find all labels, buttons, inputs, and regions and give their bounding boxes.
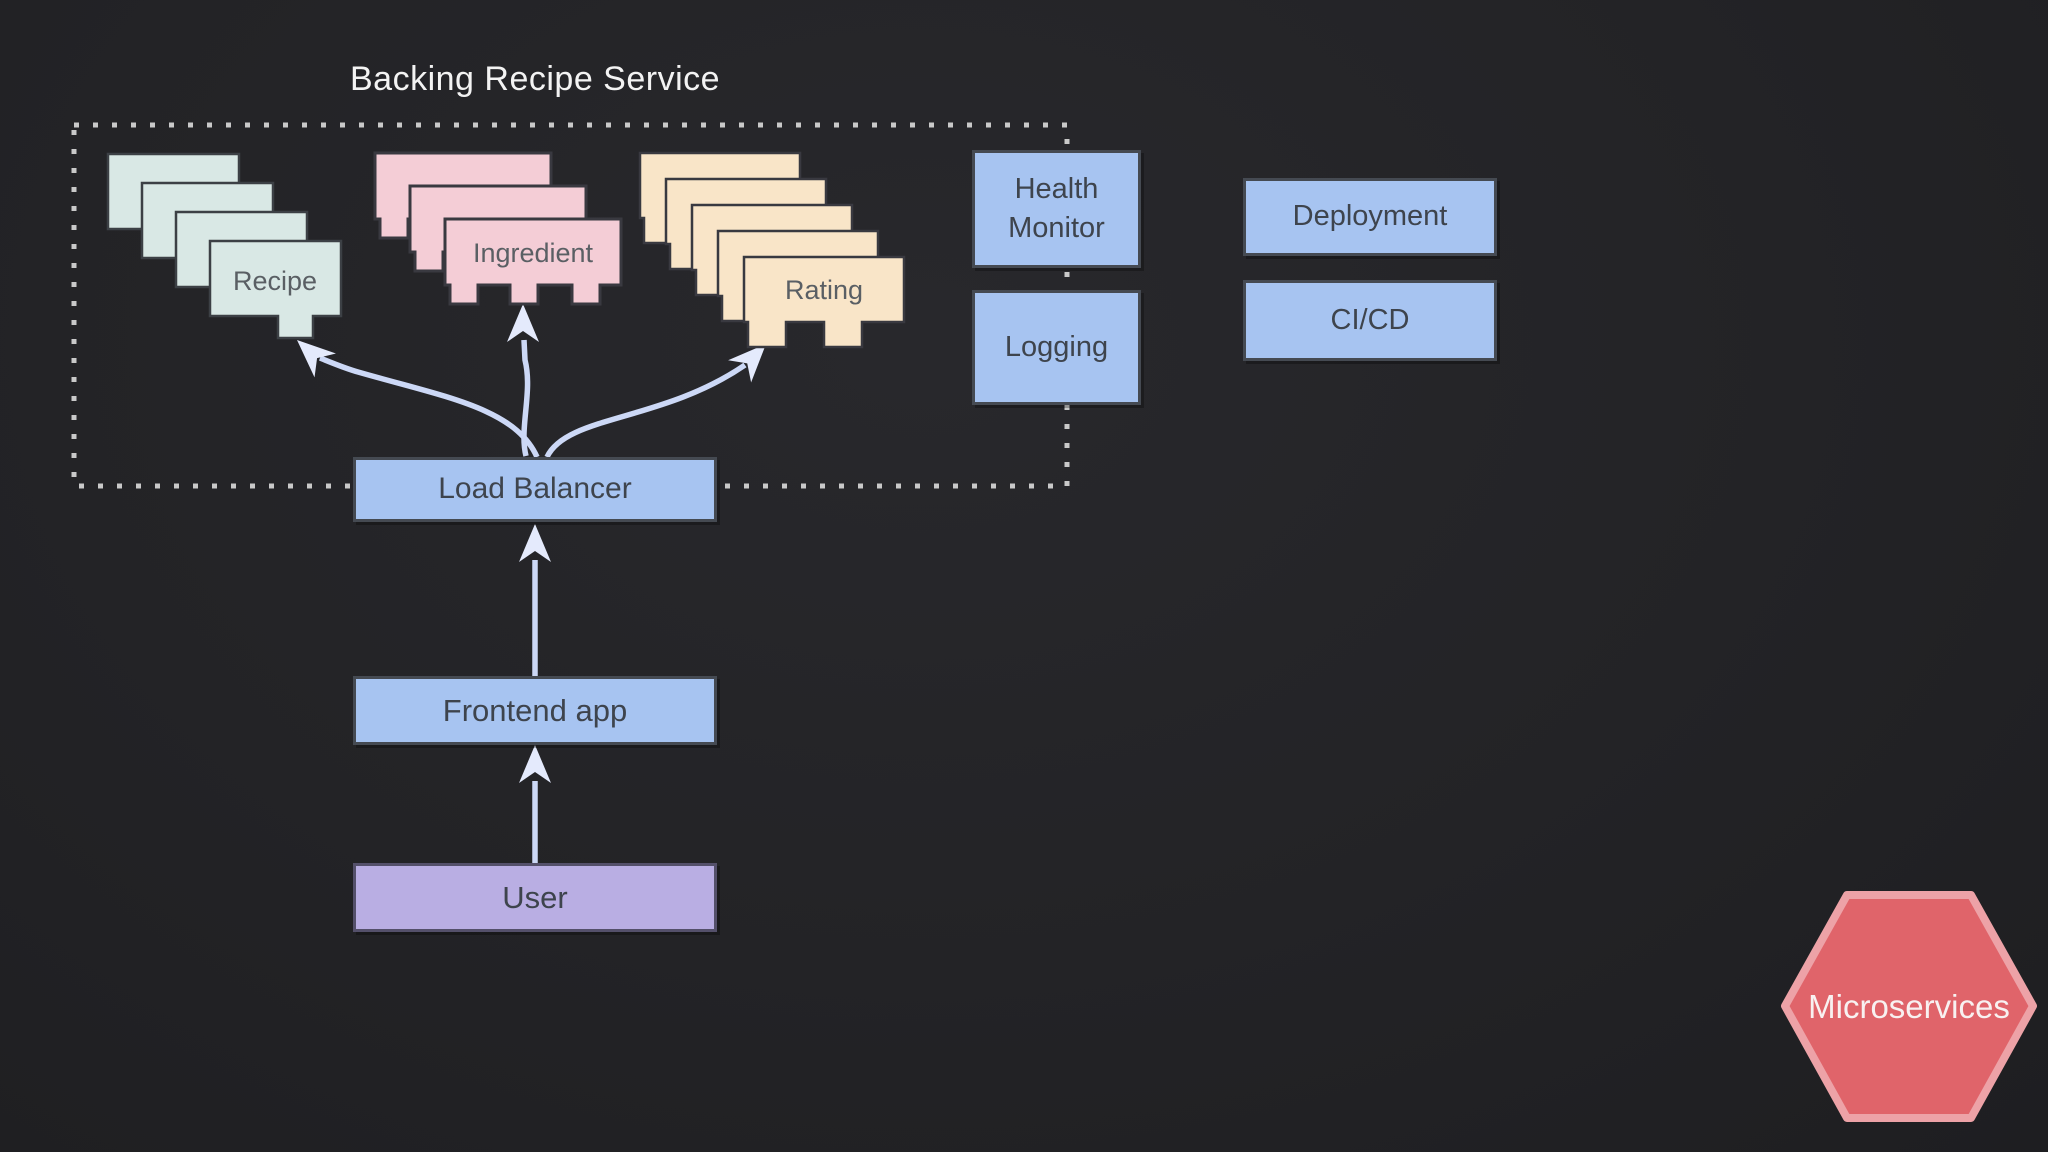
arrowhead-recipe: [297, 340, 336, 378]
user-box: User: [353, 863, 717, 932]
arrow-group: [318, 339, 747, 863]
deployment-box: Deployment: [1243, 178, 1497, 256]
hexagon-label: Microservices: [1808, 988, 2010, 1025]
frontend-app-box: Frontend app: [353, 676, 717, 745]
recipe-stack: Recipe: [106, 152, 343, 340]
arrowhead-frontend: [519, 745, 551, 783]
service-boundary-dotted-border: [71, 122, 1070, 489]
load-balancer-box: Load Balancer: [353, 457, 717, 522]
recipe-stack-label: Recipe: [233, 266, 317, 296]
ingredient-stack-label: Ingredient: [473, 238, 594, 268]
ingredient-card-front: [443, 217, 623, 306]
rating-stack: Rating: [638, 151, 906, 349]
arrow-loadbalancer-to-recipe: [318, 355, 540, 459]
health-monitor-box: Health Monitor: [972, 150, 1141, 268]
diagram-title: Backing Recipe Service: [350, 60, 721, 98]
arrowhead-group: [297, 304, 766, 783]
arrowhead-ingredient: [507, 304, 539, 342]
rating-card-front: [742, 255, 906, 349]
arrowhead-rating: [728, 344, 766, 383]
logging-box: Logging: [972, 290, 1141, 405]
cicd-box: CI/CD: [1243, 280, 1497, 361]
rating-stack-label: Rating: [785, 275, 863, 305]
arrowhead-loadbalancer: [519, 524, 551, 562]
arrow-loadbalancer-to-rating: [544, 362, 747, 459]
microservices-hexagon: Microservices: [1781, 891, 2037, 1122]
hexagon-shape: [1781, 891, 2037, 1122]
ingredient-stack: Ingredient: [373, 151, 623, 306]
arrow-loadbalancer-to-ingredient: [521, 339, 531, 457]
recipe-card-front: [208, 239, 343, 340]
